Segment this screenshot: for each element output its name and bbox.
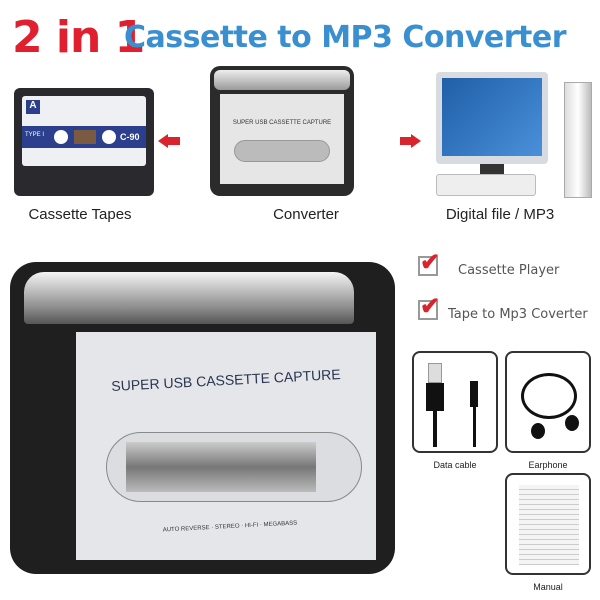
arrow-right-icon <box>400 137 412 145</box>
cassette-type-label: TYPE I <box>25 132 45 138</box>
flow-label-digital: Digital file / MP3 <box>445 206 555 223</box>
title-highlight: 2 in 1 <box>12 12 145 63</box>
cassette-converter-photo: SUPER USB CASSETTE CAPTURE AUTO REVERSE … <box>10 262 395 574</box>
checkbox-icon <box>418 300 438 320</box>
checkmark-icon: ✔ <box>420 249 441 276</box>
cassette-length-label: C-90 <box>120 132 140 142</box>
arrow-left-icon <box>158 134 168 148</box>
cassette-tape-image: A TYPE I C-90 <box>14 88 154 196</box>
converter-image: SUPER USB CASSETTE CAPTURE <box>210 66 354 196</box>
checkmark-icon: ✔ <box>420 293 441 320</box>
feature-cassette-player: Cassette Player <box>458 263 560 278</box>
cassette-side-label: A <box>26 100 40 114</box>
accessory-label-manual: Manual <box>533 582 563 592</box>
checkbox-icon <box>418 256 438 276</box>
accessory-label-cable: Data cable <box>433 460 477 470</box>
converter-brand-text: SUPER USB CASSETTE CAPTURE <box>232 120 332 126</box>
accessory-label-earphone: Earphone <box>528 460 568 470</box>
flow-label-converter: Converter <box>273 206 339 223</box>
flow-label-cassette: Cassette Tapes <box>28 206 132 223</box>
page-title: Cassette to MP3 Converter <box>124 20 567 55</box>
computer-image <box>430 68 596 202</box>
feature-tape-to-mp3: Tape to Mp3 Coverter <box>448 307 588 322</box>
data-cable-image <box>412 351 498 453</box>
manual-image <box>505 473 591 575</box>
earphone-image <box>505 351 591 453</box>
